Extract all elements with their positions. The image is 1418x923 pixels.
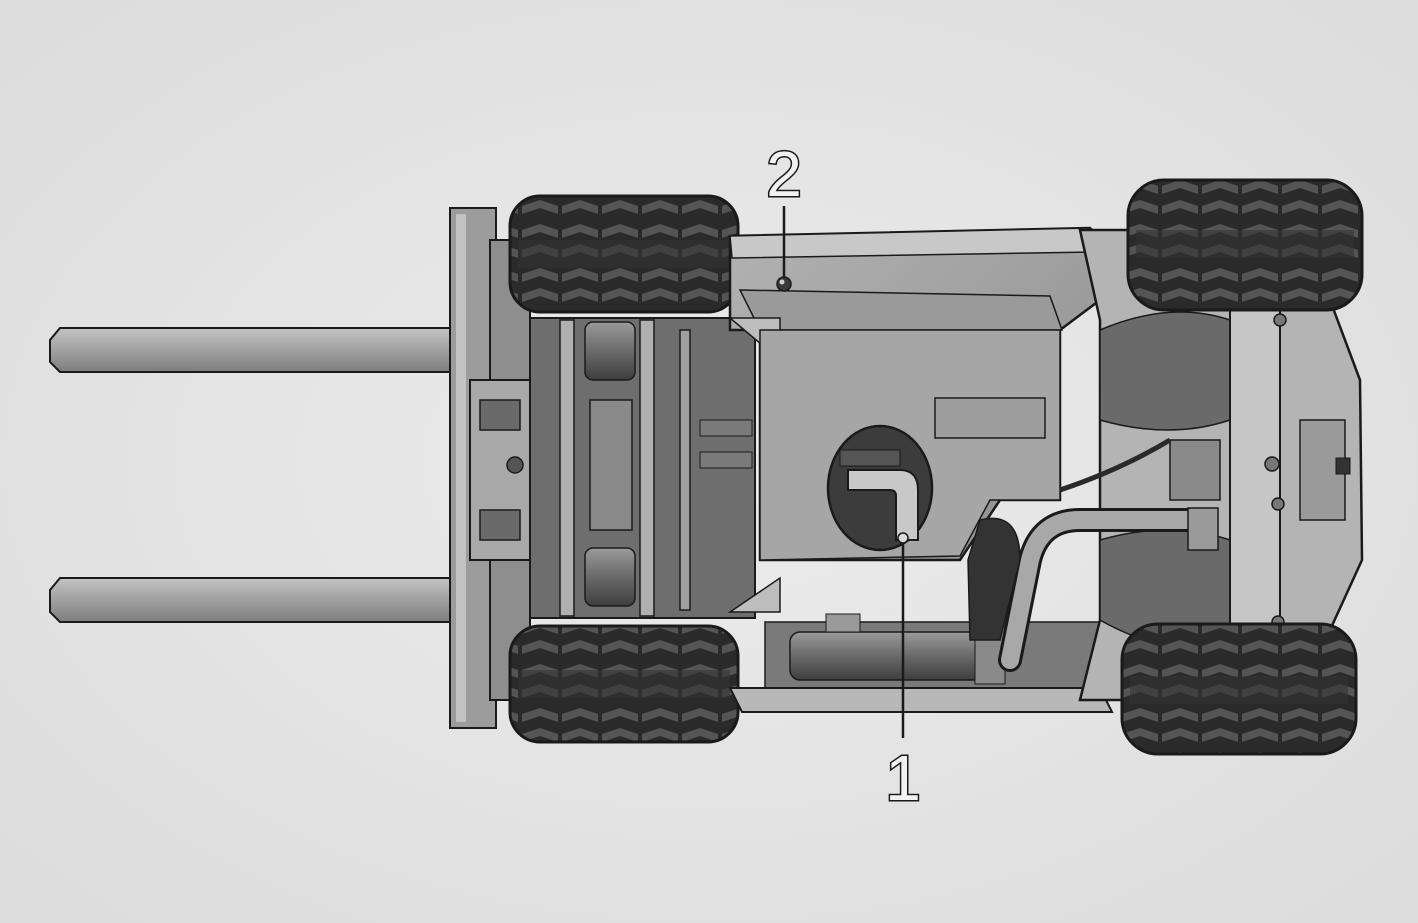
grease-nipple bbox=[776, 276, 792, 292]
fork-upper bbox=[49, 327, 463, 373]
front-wheel-upper bbox=[508, 194, 740, 314]
lower-frame-rail bbox=[728, 613, 1114, 713]
front-wheel-lower bbox=[508, 624, 740, 744]
chassis-plate bbox=[727, 226, 1112, 613]
rear-wheel-upper bbox=[1126, 178, 1364, 312]
fork-lower bbox=[49, 577, 463, 623]
rear-assembly bbox=[967, 228, 1364, 702]
drive-assembly bbox=[529, 317, 756, 619]
drain-plug bbox=[897, 532, 909, 544]
callout-label-2: 2 bbox=[766, 138, 802, 210]
fork-carriage bbox=[449, 207, 551, 729]
rear-wheel-lower bbox=[1120, 622, 1358, 756]
callout-label-1: 1 bbox=[885, 742, 921, 814]
